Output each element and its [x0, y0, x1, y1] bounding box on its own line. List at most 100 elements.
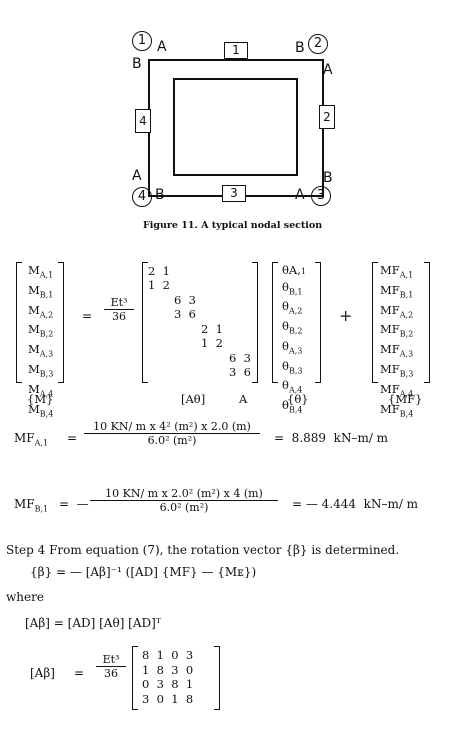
label-left-upper: B [132, 56, 142, 72]
eq1-equals: = [82, 309, 93, 323]
theta-bracket-right [315, 262, 321, 383]
label-top-left: A [157, 39, 167, 55]
a-row: 3 6 [229, 365, 251, 379]
mf-entry: MFB,4 [380, 401, 414, 418]
m-entry: MB,3 [28, 361, 54, 379]
a-row: 6 3 [229, 351, 251, 365]
m-vector: MA,1 MB,1 MA,2 MB,2 MA,3 MB,3 MA,4 MB,4 [28, 263, 53, 421]
m-entry: MA,1 [28, 263, 54, 280]
node-circle-3: 3 [311, 186, 331, 206]
a-row: 1 2 [148, 278, 170, 292]
theta-bracket-left [272, 262, 278, 383]
a-row: 2 1 [148, 264, 170, 278]
final-bracket-left [132, 646, 138, 710]
theta-vector-label: {θ} [287, 392, 309, 406]
theta-entry: θA,4 [282, 378, 303, 395]
mf-entry: MFB,3 [380, 361, 414, 379]
final-coef-denominator: 36 [104, 667, 118, 680]
mf-entry: MFB,1 [380, 282, 414, 300]
final-coefficient: Et³ 36 [96, 653, 126, 680]
mfb-result: = — 4.444 kN–m/ m [292, 497, 419, 511]
coef-denominator: 36 [112, 310, 126, 323]
mfb-denominator: 6.0² (m²) [159, 501, 209, 514]
theta-entry: θA,2 [282, 299, 303, 316]
m-entry: MA,3 [28, 342, 54, 359]
label-bottom-right: A [295, 187, 305, 203]
mfb-numerator: 10 KN/ m x 2.0² (m²) x 4 (m) [105, 487, 263, 500]
label-top-right: B [295, 40, 305, 56]
final-coef-numerator: Et³ [102, 653, 120, 666]
mfa-fraction-bar [84, 433, 260, 434]
final-bracket-right [214, 646, 220, 710]
mfa-denominator: 6.0² (m²) [147, 434, 197, 447]
a-bracket-left [142, 262, 148, 383]
mfa-result: = 8.889 kN–m/ m [274, 431, 389, 445]
theta-entry: θB,1 [282, 279, 303, 296]
theta-entry: θA,1 [282, 263, 306, 277]
mfb-equals: = — [59, 497, 89, 511]
m-entry: MB,1 [28, 282, 54, 300]
m-entry: MA,4 [28, 381, 54, 399]
member-tab-3: 3 [222, 185, 246, 202]
mf-bracket-left [372, 262, 378, 383]
final-row: 1 8 3 0 [142, 662, 194, 677]
node-circle-1: 1 [132, 31, 152, 51]
nodal-section-figure: 1 2 3 4 1 2 3 4 A B B A A B B A [130, 30, 350, 210]
figure-caption: Figure 11. A typical nodal section [143, 220, 323, 231]
m-entry: MB,2 [28, 322, 54, 339]
mf-vector: MFA,1 MFB,1 MFA,2 MFB,2 MFA,3 MFB,3 MFA,… [380, 263, 413, 421]
final-row: 3 0 1 8 [142, 691, 194, 706]
mfb-fraction-bar [90, 500, 278, 501]
a-label-extra: A [239, 392, 248, 406]
mfa-lhs: MFA,1 [14, 431, 49, 448]
mfa-equals: = [67, 431, 78, 445]
theta-entry: θB,2 [282, 319, 303, 336]
m-bracket-left [16, 262, 22, 383]
mf-bracket-right [424, 262, 430, 383]
mfa-numerator: 10 KN/ m x 4² (m²) x 2.0 (m) [93, 420, 251, 433]
m-entry: MB,4 [28, 401, 54, 418]
m-entry: MA,2 [28, 302, 54, 319]
member-tab-2: 2 [319, 105, 335, 129]
a-row: 3 6 [174, 307, 196, 321]
a-bracket-right [252, 262, 258, 383]
eq1-coefficient: Et³ 36 [104, 296, 134, 323]
theta-entry: θB,4 [282, 398, 303, 415]
inner-opening [173, 78, 298, 176]
a-row: 6 3 [174, 293, 196, 307]
label-bottom-left: B [155, 187, 165, 203]
where-text: where [6, 590, 44, 604]
node-circle-4: 4 [132, 187, 152, 207]
mf-entry: MFB,2 [380, 322, 414, 339]
coef-numerator: Et³ [110, 296, 128, 309]
final-row: 0 3 8 1 [142, 677, 194, 691]
coef-fraction-bar [104, 309, 134, 310]
mf-entry: MFA,2 [380, 302, 414, 319]
mfa-fraction: 10 KN/ m x 4² (m²) x 2.0 (m) 6.0² (m²) [84, 420, 260, 447]
step4-equation: {β} = — [Aβ]⁻¹ ([AD] {MF} — {Mᴇ}) [30, 565, 257, 579]
final-row: 8 1 0 3 [142, 648, 194, 662]
a-theta-label: [Aθ] [181, 392, 206, 406]
mfb-lhs: MFB,1 [14, 497, 49, 514]
step4-text: Step 4 From equation (7), the rotation v… [6, 543, 400, 557]
mfb-fraction: 10 KN/ m x 2.0² (m²) x 4 (m) 6.0² (m²) [90, 487, 278, 514]
eq1-plus: + [339, 306, 353, 325]
a-row: 2 1 [201, 322, 223, 336]
m-bracket-right [58, 262, 64, 383]
final-matrix: 8 1 0 3 1 8 3 0 0 3 8 1 3 0 1 8 [142, 648, 193, 706]
mf-vector-label: {MF} [388, 392, 423, 406]
a-theta-matrix: 2 1 1 2 6 3 3 6 2 1 1 2 6 3 3 6 [146, 264, 256, 382]
mf-entry: MFA,4 [380, 381, 414, 399]
final-lhs: [Aβ] [30, 666, 55, 680]
abeta-definition: [Aβ] = [AD] [Aθ] [AD]ᵀ [25, 616, 161, 630]
member-tab-4: 4 [135, 109, 151, 133]
final-coef-bar [96, 666, 126, 667]
node-circle-2: 2 [308, 34, 328, 54]
theta-entry: θB,3 [282, 358, 303, 375]
a-row: 1 2 [201, 336, 223, 350]
label-left-lower: A [132, 168, 142, 184]
member-tab-1: 1 [224, 42, 248, 59]
m-vector-label: {M} [27, 392, 54, 406]
mf-entry: MFA,3 [380, 342, 414, 359]
theta-entry: θA,3 [282, 338, 303, 356]
